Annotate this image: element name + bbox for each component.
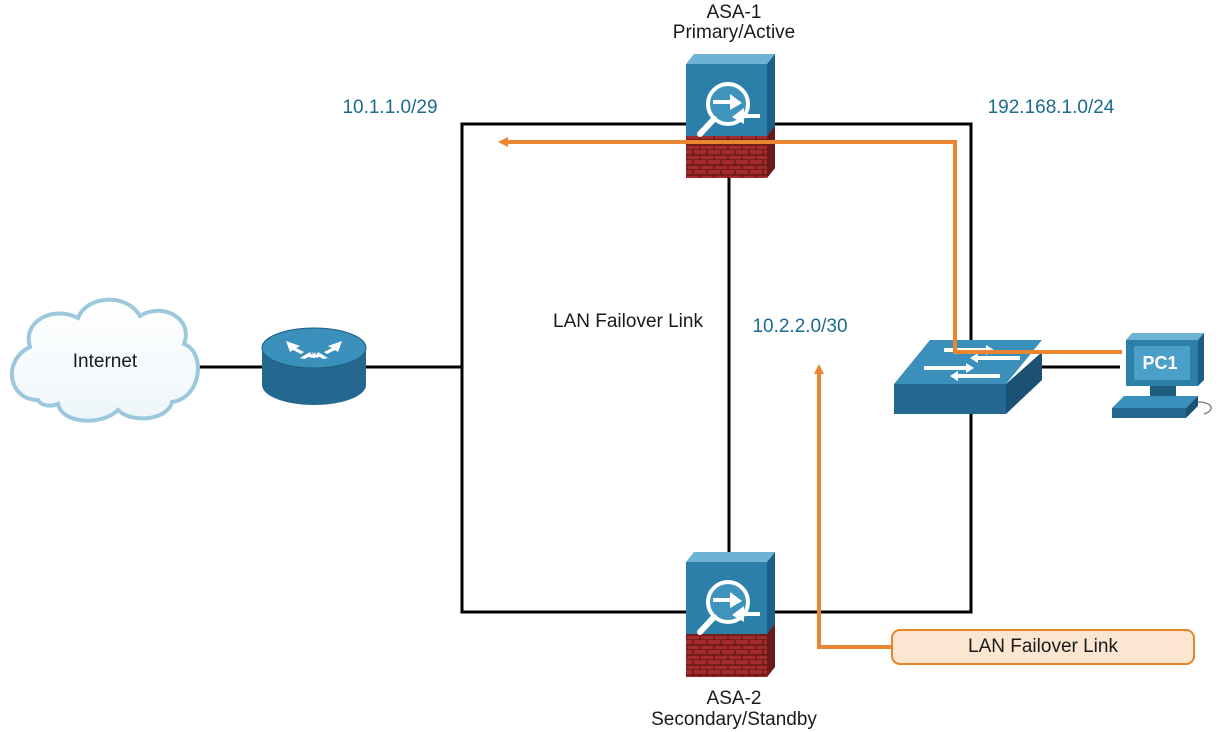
pc-icon	[1112, 333, 1212, 418]
failover-link-label: LAN Failover Link	[553, 311, 703, 332]
failover-link-callout: LAN Failover Link	[891, 629, 1195, 665]
internet-cloud-icon	[9, 297, 200, 423]
failover-callout-pointer	[814, 364, 891, 649]
failover-subnet-label: 10.2.2.0/30	[752, 316, 847, 337]
link-inside-asa2	[768, 400, 973, 614]
router-icon	[261, 327, 367, 405]
inside-subnet-label: 192.168.1.0/24	[988, 97, 1115, 118]
link-outside-asa1	[460, 122, 690, 367]
outside-subnet-label: 10.1.1.0/29	[342, 97, 437, 118]
asa2-firewall-icon	[686, 552, 775, 677]
asa1-role: Primary/Active	[673, 22, 795, 43]
asa2-role: Secondary/Standby	[651, 709, 817, 730]
asa1-firewall-icon	[686, 54, 775, 178]
active-traffic-path	[498, 137, 1122, 354]
asa2-name: ASA-2	[707, 688, 762, 709]
link-inside-asa1	[768, 122, 973, 380]
asa1-name: ASA-1	[707, 2, 762, 23]
failover-link-callout-label: LAN Failover Link	[968, 636, 1118, 657]
pc-label: PC1	[1142, 353, 1177, 373]
internet-label: Internet	[73, 351, 138, 372]
network-links	[196, 122, 1120, 614]
link-outside-asa2	[460, 367, 690, 614]
